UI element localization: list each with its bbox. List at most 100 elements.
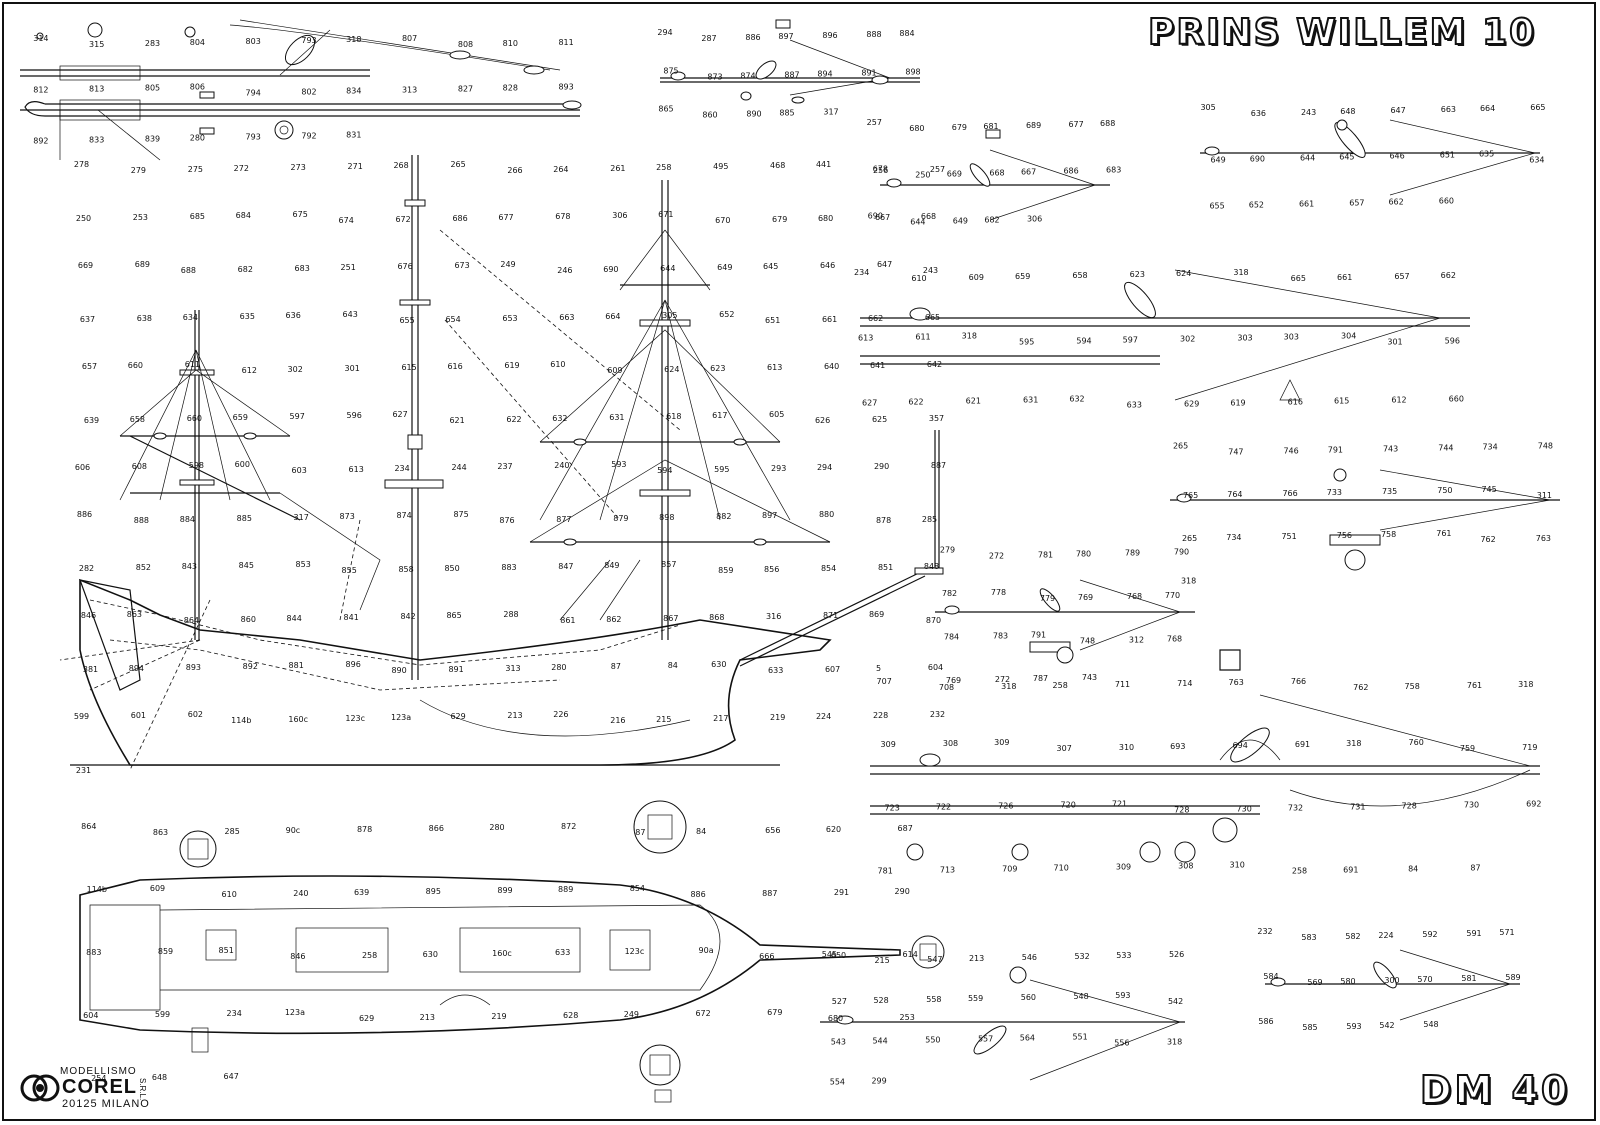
part-label: 303 bbox=[1284, 332, 1299, 341]
part-label: 240 bbox=[554, 461, 569, 470]
part-label: 253 bbox=[900, 1013, 915, 1022]
corel-rings-icon bbox=[20, 1074, 60, 1102]
part-label: 893 bbox=[186, 663, 201, 672]
part-label: 599 bbox=[74, 712, 89, 721]
part-label: 637 bbox=[80, 315, 95, 324]
part-label: 546 bbox=[1022, 953, 1037, 962]
part-label: 318 bbox=[1346, 739, 1361, 748]
part-label: 679 bbox=[772, 215, 787, 224]
part-label: 871 bbox=[823, 611, 838, 620]
part-label: 468 bbox=[770, 161, 785, 170]
part-label: 750 bbox=[1437, 486, 1452, 495]
part-label: 649 bbox=[953, 216, 968, 225]
part-label: 636 bbox=[286, 311, 301, 320]
deck-plan bbox=[79, 800, 945, 1103]
part-label: 896 bbox=[822, 31, 837, 40]
part-label: 667 bbox=[875, 213, 890, 222]
part-label: 856 bbox=[764, 565, 779, 574]
part-label: 317 bbox=[294, 513, 309, 522]
part-label: 857 bbox=[661, 560, 676, 569]
part-label: 601 bbox=[131, 711, 146, 720]
part-label: 805 bbox=[145, 83, 160, 92]
part-label: 690 bbox=[868, 211, 883, 220]
part-label: 309 bbox=[881, 740, 896, 749]
part-label: 792 bbox=[301, 132, 316, 141]
part-label: 651 bbox=[1440, 151, 1455, 160]
yard-details-right bbox=[820, 119, 1560, 1081]
part-label: 878 bbox=[357, 825, 372, 834]
part-label: 686 bbox=[452, 214, 467, 223]
part-label: 626 bbox=[815, 416, 830, 425]
part-label: 659 bbox=[1015, 272, 1030, 281]
part-label: 613 bbox=[858, 333, 873, 342]
part-label: 279 bbox=[131, 166, 146, 175]
part-label: 793 bbox=[246, 133, 261, 142]
part-label: 250 bbox=[76, 214, 91, 223]
part-label: 599 bbox=[155, 1010, 170, 1019]
part-label: 636 bbox=[1251, 109, 1266, 118]
part-label: 868 bbox=[709, 613, 724, 622]
part-label: 688 bbox=[1100, 119, 1115, 128]
part-label: 642 bbox=[927, 360, 942, 369]
part-label: 648 bbox=[152, 1073, 167, 1082]
part-label: 301 bbox=[1387, 337, 1402, 346]
part-label: 630 bbox=[423, 950, 438, 959]
part-label: 655 bbox=[399, 316, 414, 325]
part-label: 653 bbox=[502, 314, 517, 323]
part-label: 244 bbox=[451, 463, 466, 472]
part-label: 593 bbox=[1115, 991, 1130, 1000]
part-label: 635 bbox=[1479, 150, 1494, 159]
part-label: 813 bbox=[89, 84, 104, 93]
part-label: 882 bbox=[716, 512, 731, 521]
part-label: 559 bbox=[968, 994, 983, 1003]
part-label: 895 bbox=[426, 887, 441, 896]
part-label: 768 bbox=[1127, 592, 1142, 601]
part-label: 849 bbox=[604, 561, 619, 570]
part-label: 622 bbox=[506, 415, 521, 424]
part-label: 689 bbox=[135, 260, 150, 269]
part-label: 258 bbox=[362, 951, 377, 960]
part-label: 719 bbox=[1522, 743, 1537, 752]
part-label: 892 bbox=[243, 662, 258, 671]
part-label: 758 bbox=[1381, 530, 1396, 539]
part-label: 672 bbox=[695, 1009, 710, 1018]
part-label: 863 bbox=[127, 610, 142, 619]
part-label: 293 bbox=[771, 464, 786, 473]
part-label: 551 bbox=[1072, 1032, 1087, 1041]
part-label: 84 bbox=[696, 827, 706, 836]
part-label: 308 bbox=[1178, 862, 1193, 871]
part-label: 666 bbox=[759, 952, 774, 961]
part-label: 678 bbox=[873, 165, 888, 174]
part-label: 302 bbox=[1180, 334, 1195, 343]
part-label: 875 bbox=[453, 510, 468, 519]
part-label: 657 bbox=[82, 362, 97, 371]
part-label: 672 bbox=[395, 215, 410, 224]
part-label: 604 bbox=[83, 1011, 98, 1020]
part-label: 591 bbox=[1466, 929, 1481, 938]
part-label: 780 bbox=[1076, 550, 1091, 559]
part-label: 631 bbox=[1023, 396, 1038, 405]
part-label: 313 bbox=[402, 85, 417, 94]
part-label: 677 bbox=[1068, 120, 1083, 129]
part-label: 669 bbox=[78, 261, 93, 270]
part-label: 302 bbox=[288, 365, 303, 374]
part-label: 896 bbox=[346, 660, 361, 669]
part-label: 532 bbox=[1074, 952, 1089, 961]
part-label: 728 bbox=[1174, 805, 1189, 814]
part-label: 258 bbox=[1292, 867, 1307, 876]
part-label: 310 bbox=[1119, 743, 1134, 752]
part-label: 675 bbox=[293, 210, 308, 219]
part-label: 160c bbox=[288, 715, 308, 724]
part-label: 216 bbox=[610, 716, 625, 725]
part-label: 600 bbox=[235, 460, 250, 469]
part-label: 687 bbox=[898, 824, 913, 833]
part-label: 606 bbox=[75, 463, 90, 472]
part-label: 275 bbox=[188, 165, 203, 174]
part-label: 834 bbox=[346, 86, 361, 95]
part-label: 674 bbox=[339, 216, 354, 225]
part-label: 860 bbox=[702, 111, 717, 120]
part-label: 807 bbox=[402, 34, 417, 43]
part-label: 779 bbox=[1040, 594, 1055, 603]
